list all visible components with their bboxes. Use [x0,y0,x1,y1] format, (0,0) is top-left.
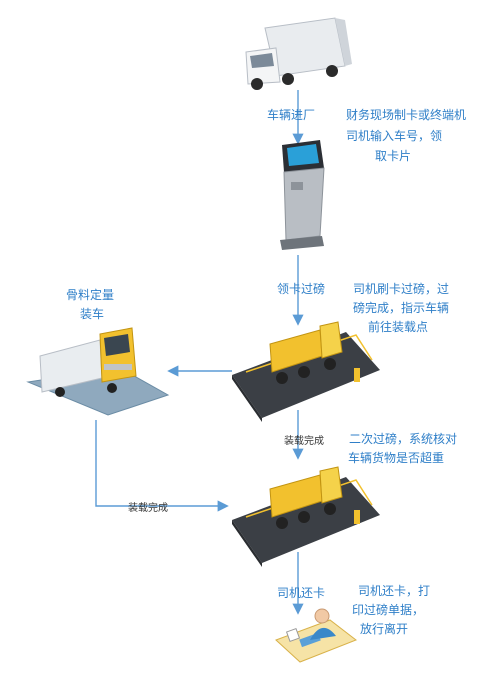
enter-factory-label: 车辆进厂 [267,108,316,122]
enter-note-line3: 取卡片 [375,149,412,163]
weigh-note-line2: 磅完成，指示车辆 [353,301,450,315]
yellow-dump-truck-icon [269,321,343,384]
yellow-dump-truck-icon [269,466,343,529]
return-note-line1: 司机还卡，打 [358,584,431,598]
loading-title-line2: 装车 [80,307,105,321]
weigh-note-line1: 司机刷卡过磅，过 [353,282,450,296]
enter-note-line2: 司机输入车号，领 [346,129,443,143]
second-weigh-note-line1: 二次过磅，系统核对 [349,432,458,446]
loaded-label-1: 装载完成 [284,436,324,447]
return-note-line3: 放行离开 [360,622,409,636]
second-weigh-note-line2: 车辆货物是否超重 [348,451,445,465]
weigh-label: 领卡过磅 [277,282,326,296]
loaded-label-2: 装载完成 [128,503,168,514]
enter-note-line1: 财务现场制卡或终端机 [346,108,467,122]
loading-title-line1: 骨料定量 [66,288,115,302]
weigh-note-line3: 前往装载点 [368,320,429,334]
return-card-label: 司机还卡 [277,586,326,600]
arrow-loading-to-scale [95,420,229,512]
return-note-line2: 印过磅单据， [352,603,425,617]
